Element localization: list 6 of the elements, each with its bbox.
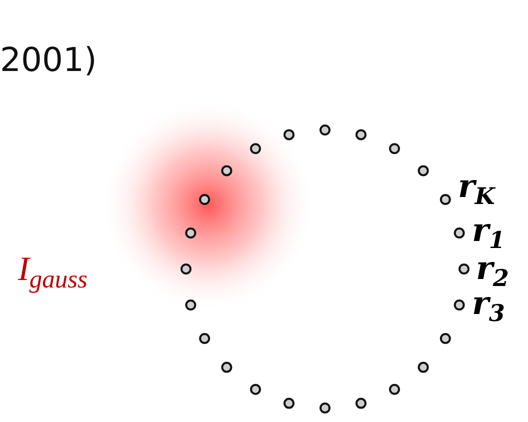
point-label: r$_{2}$: [476, 252, 509, 290]
point-label: r$_{K}$: [458, 170, 495, 208]
point-label: r$_{1}$: [472, 214, 505, 252]
year-text: 2001): [0, 43, 97, 76]
point-label: r$_{3}$: [472, 287, 505, 325]
intensity-label: I$_{gauss}$: [18, 253, 88, 292]
